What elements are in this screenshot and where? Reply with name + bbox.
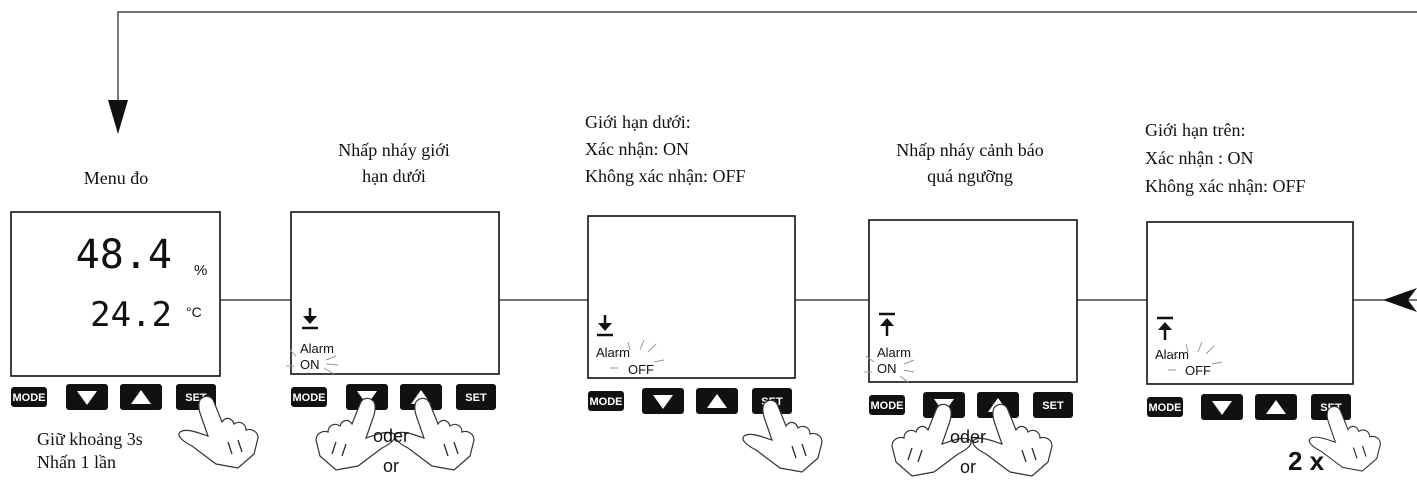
display-screen-3 [587,215,796,379]
mode-button-label: MODE [1149,402,1182,414]
button-row-2: MODE SET [291,384,496,410]
set-button[interactable] [456,384,496,410]
humidity-reading: 48.4 [76,232,172,278]
alarm-state: ON [877,361,897,376]
alarm-state: ON [300,357,320,372]
down-arrow-icon [108,100,128,134]
step-3-title-line-1: Giới hạn dưới: [585,112,691,132]
or-label: or [383,456,399,476]
set-button[interactable] [1033,392,1073,418]
or-label: or [960,457,976,477]
mode-button-label: MODE [590,396,623,408]
set-button-label: SET [465,392,487,404]
blink-rays [610,339,665,369]
button-row-3: MODE SET [588,388,792,414]
up-triangle-icon [707,394,727,408]
temperature-reading: 24.2 [90,295,172,335]
mode-button[interactable] [588,391,624,411]
return-loop-line [117,11,1417,120]
repeat-count-label: 2 x [1288,446,1325,476]
step-5-title-line-2: Xác nhận : ON [1145,148,1253,168]
alarm-state: OFF [1185,363,1211,378]
step-5-title-line-3: Không xác nhận: OFF [1145,176,1306,196]
blink-rays [286,349,339,375]
alarm-label: Alarm [300,341,334,356]
press-once-note: Nhấn 1 lần [37,452,116,472]
lower-limit-icon [597,315,613,337]
step-4-title-line-2: quá ngưỡng [927,166,1013,186]
step-2-title-line-2: hạn dưới [362,166,426,186]
mode-button[interactable] [869,395,905,415]
upper-limit-icon [879,312,895,336]
mode-button[interactable] [291,387,327,407]
step-1: Menu đo 48.4 % 24.2 °C MODE SET Giữ khoả… [10,168,259,472]
humidity-unit: % [194,262,207,279]
alarm-label: Alarm [877,345,911,360]
mode-button[interactable] [11,387,47,407]
mode-button[interactable] [1147,397,1183,417]
up-triangle-icon [1266,400,1286,414]
upper-limit-icon [1157,316,1173,340]
display-screen-5 [1146,221,1354,385]
hold-3s-note: Giữ khoảng 3s [37,429,143,449]
mode-button-label: MODE [293,392,326,404]
blink-rays [864,355,915,383]
display-screen-1 [10,211,221,377]
flow-lines [108,11,1417,312]
step-3-title-line-3: Không xác nhận: OFF [585,166,746,186]
display-screen-2 [290,211,500,375]
temperature-unit: °C [186,304,202,320]
mode-button-label: MODE [13,392,46,404]
blink-rays [1168,341,1223,371]
step-1-title-line-1: Menu đo [84,168,149,188]
step-2: Nhấp nháy giới hạn dưới Alarm ON MODE SE… [286,140,500,476]
display-screen-4 [868,219,1078,383]
alarm-label: Alarm [596,345,630,360]
set-button-label: SET [1042,400,1064,412]
left-arrow-icon [1383,288,1417,312]
step-2-title-line-1: Nhấp nháy giới [338,140,450,160]
up-triangle-icon [131,390,151,404]
down-triangle-icon [653,395,673,409]
oder-label: oder [950,427,986,447]
oder-label: oder [373,426,409,446]
down-triangle-icon [1212,401,1232,415]
step-4-title-line-1: Nhấp nháy cảnh báo [896,140,1043,160]
button-row-1: MODE SET [11,384,216,410]
alarm-label: Alarm [1155,347,1189,362]
step-5: Giới hạn trên: Xác nhận : ON Không xác n… [1145,120,1381,476]
step-3-title-line-2: Xác nhận: ON [585,139,689,159]
step-5-title-line-1: Giới hạn trên: [1145,120,1246,140]
step-3: Giới hạn dưới: Xác nhận: ON Không xác nh… [585,112,823,473]
button-row-5: MODE SET [1147,394,1351,420]
mode-button-label: MODE [871,400,904,412]
down-triangle-icon [77,391,97,405]
step-4: Nhấp nháy cảnh báo quá ngưỡng Alarm ON M… [864,140,1078,477]
lower-limit-icon [302,308,318,330]
alarm-state: OFF [628,362,654,377]
button-row-4: MODE SET [869,392,1073,418]
